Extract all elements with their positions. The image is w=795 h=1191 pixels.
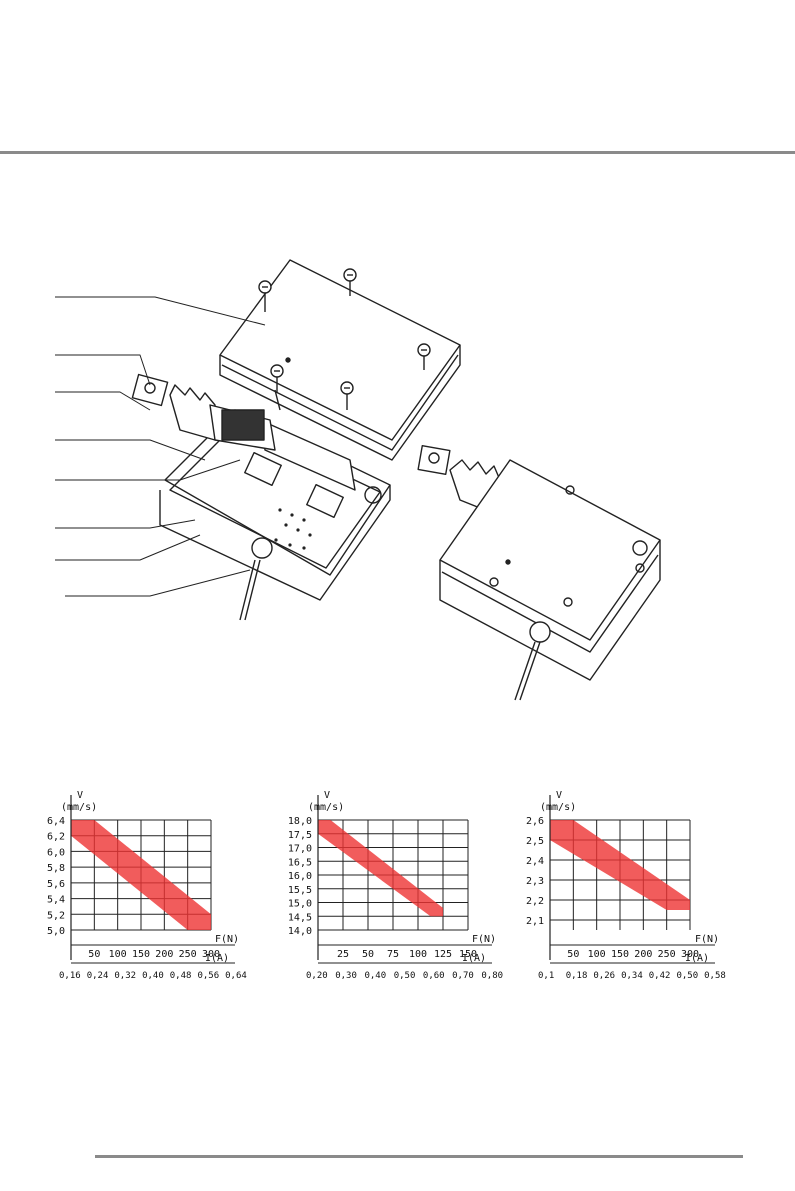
callout-leaders (55, 296, 266, 597)
x-tick-label: 250 (179, 949, 197, 960)
x-tick-label: 200 (155, 949, 173, 960)
y-tick-label: 2,3 (526, 876, 544, 887)
x2-tick-label: 0,20 (306, 971, 328, 981)
y-tick-label: 2,6 (526, 816, 544, 827)
bellows-drawing (131, 373, 276, 451)
actuator-exploded-illustration (55, 259, 661, 701)
y-tick-label: 2,2 (526, 896, 544, 907)
chart-3: V(mm/s) 2,1 2,2 2,3 2,4 2,5 2,6 50 100 150 200 250 3… (508, 780, 743, 1000)
x2-tick-label: 0,64 (225, 971, 247, 981)
x-tick-label: 25 (337, 949, 349, 960)
x-tick-label: 150 (132, 949, 150, 960)
x-tick-label: 150 (459, 949, 477, 960)
x2-tick-label: 0,50 (676, 971, 698, 981)
x2-tick-label: 0,24 (87, 971, 109, 981)
x-axis-label: F(N) (472, 934, 496, 945)
x2-tick-label: 0,58 (704, 971, 726, 981)
y-tick-label: 14,0 (288, 926, 312, 937)
y-tick-label: 14,5 (288, 912, 312, 923)
x-tick-label: 100 (109, 949, 127, 960)
x2-tick-label: 0,32 (114, 971, 136, 981)
y-axis-label: V (324, 790, 330, 801)
y-tick-label: 2,1 (526, 916, 544, 927)
y-tick-label: 16,5 (288, 857, 312, 868)
x2-tick-label: 0,50 (394, 971, 416, 981)
x-tick-label: 250 (658, 949, 676, 960)
lid-drawing (219, 259, 461, 461)
y-tick-label: 2,5 (526, 836, 544, 847)
x2-tick-label: 0,18 (566, 971, 588, 981)
x2-tick-label: 0,16 (59, 971, 81, 981)
x-tick-label: 50 (567, 949, 579, 960)
y-tick-label: 18,0 (288, 816, 312, 827)
operating-band (71, 820, 211, 930)
y-axis-unit: (mm/s) (540, 802, 576, 813)
x2-tick-label: 0,40 (142, 971, 164, 981)
x-tick-label: 50 (88, 949, 100, 960)
x-tick-label: 300 (681, 949, 699, 960)
y-tick-label: 5,4 (47, 895, 65, 906)
chart-2: V(mm/s) 14,0 14,5 15,0 15,5 16,0 16,5 17,0 17,5 1… (278, 780, 508, 1000)
x2-axis-label: I(A) (462, 953, 486, 964)
x2-tick-label: 0,1 (538, 971, 554, 981)
chart-2-svg: V(mm/s) 14,0 14,5 15,0 15,5 16,0 16,5 17,0 17,5 1… (288, 790, 503, 981)
operating-band (550, 820, 690, 910)
y-axis-unit: (mm/s) (61, 802, 97, 813)
y-tick-label: 5,6 (47, 879, 65, 890)
x2-tick-label: 0,80 (481, 971, 503, 981)
x2-tick-label: 0,42 (649, 971, 671, 981)
y-axis-label: V (77, 790, 83, 801)
x2-tick-label: 0,30 (335, 971, 357, 981)
x-axis-label: F(N) (695, 934, 719, 945)
top-rule (0, 151, 795, 154)
y-tick-label: 5,8 (47, 863, 65, 874)
x2-axis-label: I(A) (205, 953, 229, 964)
chart-3-svg: V(mm/s) 2,1 2,2 2,3 2,4 2,5 2,6 50 100 150 200 250 3… (526, 790, 726, 981)
y-tick-label: 17,5 (288, 830, 312, 841)
x2-tick-label: 0,48 (170, 971, 192, 981)
y-axis-label: V (556, 790, 562, 801)
chart-1: V(mm/s) 5,0 5,2 5,4 5,6 5,8 6,0 6,2 6,4 50 100 150 2… (28, 780, 258, 1000)
x-tick-label: 300 (202, 949, 220, 960)
x2-tick-label: 0,60 (423, 971, 445, 981)
x2-tick-label: 0,26 (593, 971, 615, 981)
operating-band (318, 820, 443, 917)
x2-tick-label: 0,40 (364, 971, 386, 981)
y-tick-label: 2,4 (526, 856, 544, 867)
x-tick-label: 100 (409, 949, 427, 960)
y-tick-label: 5,2 (47, 910, 65, 921)
y-tick-label: 15,0 (288, 899, 312, 910)
x-axis-label: F(N) (215, 934, 239, 945)
x-tick-label: 75 (387, 949, 399, 960)
bottom-rule (95, 1155, 743, 1158)
x2-tick-label: 0,34 (621, 971, 643, 981)
x-tick-label: 100 (588, 949, 606, 960)
x2-axis-label: I(A) (685, 953, 709, 964)
y-tick-label: 17,0 (288, 844, 312, 855)
x-tick-label: 200 (634, 949, 652, 960)
y-tick-label: 16,0 (288, 871, 312, 882)
y-tick-label: 6,0 (47, 847, 65, 858)
x-tick-label: 125 (434, 949, 452, 960)
x2-tick-label: 0,56 (197, 971, 219, 981)
y-axis-unit: (mm/s) (308, 802, 344, 813)
x2-tick-label: 0,70 (452, 971, 474, 981)
x-tick-label: 50 (362, 949, 374, 960)
base-drawing (159, 409, 391, 621)
y-tick-label: 5,0 (47, 926, 65, 937)
x-tick-label: 150 (611, 949, 629, 960)
y-tick-label: 6,4 (47, 816, 65, 827)
y-tick-label: 6,2 (47, 832, 65, 843)
chart-1-svg: V(mm/s) 5,0 5,2 5,4 5,6 5,8 6,0 6,2 6,4 50 100 150 2… (47, 790, 247, 981)
assembled-unit-drawing (417, 445, 661, 701)
y-tick-label: 15,5 (288, 885, 312, 896)
